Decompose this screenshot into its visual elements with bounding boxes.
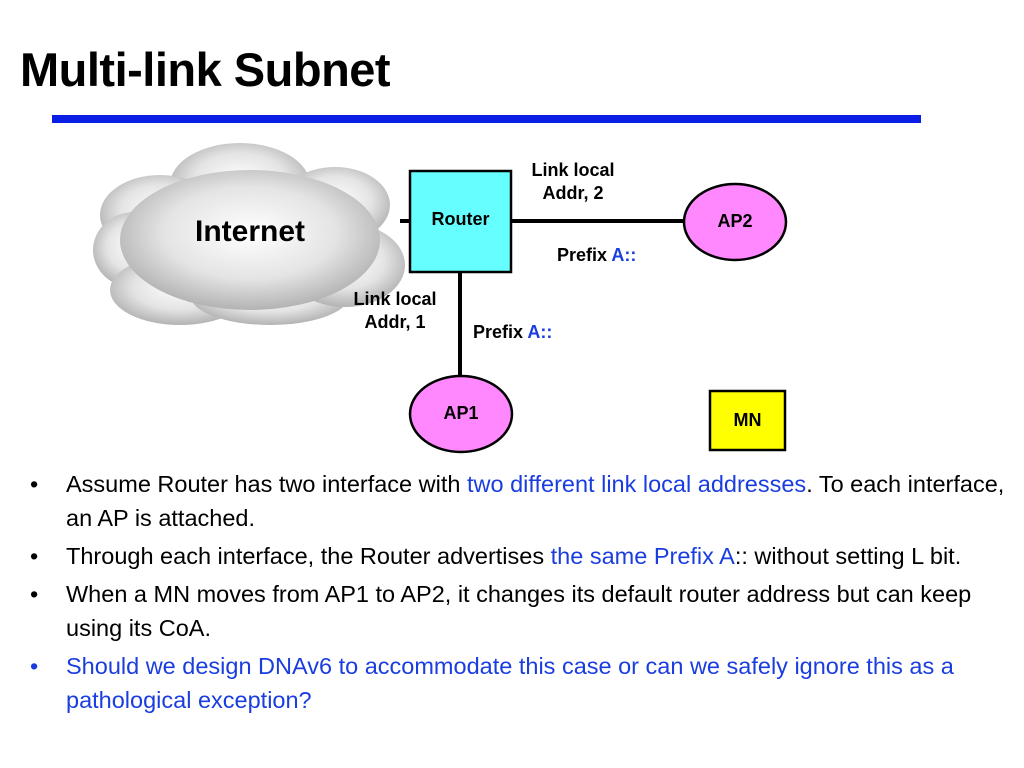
bullet-dot: • (30, 653, 39, 679)
network-diagram (93, 143, 788, 454)
mn-label: MN (733, 410, 762, 430)
internet-label: Internet (194, 215, 305, 248)
list-item: • Assume Router has two interface with t… (30, 467, 1005, 535)
prefix-label-ap2: Prefix A:: (557, 245, 637, 265)
list-item: • Through each interface, the Router adv… (30, 539, 1005, 573)
ap1-node (408, 374, 514, 454)
bullet-dot: • (30, 471, 39, 497)
bullet-list: • Assume Router has two interface with t… (30, 467, 1005, 721)
prefix-label-ap1: Prefix A:: (473, 322, 553, 342)
router-box (408, 169, 513, 274)
list-item: • When a MN moves from AP1 to AP2, it ch… (30, 577, 1005, 645)
list-item: • Should we design DNAv6 to accommodate … (30, 649, 1005, 717)
router-label: Router (431, 209, 490, 229)
ap1-label: AP1 (443, 403, 479, 423)
ap2-node (682, 182, 788, 262)
bullet-dot: • (30, 581, 39, 607)
slide-title: Multi-link Subnet (20, 43, 391, 96)
bullet-dot: • (30, 543, 39, 569)
link-local-addr1-label: Link local Addr, 1 (353, 289, 437, 332)
title-underline (52, 115, 921, 123)
ap2-label: AP2 (717, 211, 753, 231)
mn-box (708, 389, 787, 452)
internet-cloud (93, 143, 405, 325)
link-local-addr2-label: Link local Addr, 2 (531, 160, 615, 203)
